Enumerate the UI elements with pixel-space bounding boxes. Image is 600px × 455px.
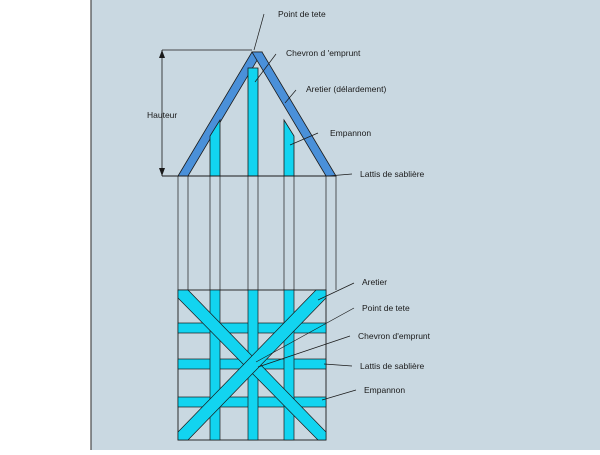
label-chevron-emprunt: Chevron d 'emprunt xyxy=(286,48,361,58)
leader-point-de-tete xyxy=(253,13,265,51)
projection-lines xyxy=(177,176,337,290)
label-lattis-sabliere: Lattis de sablière xyxy=(360,169,425,179)
label-plan-empannon: Empannon xyxy=(364,385,405,395)
label-aretier-delardement: Aretier (délardement) xyxy=(306,84,386,94)
plan-view: Aretier Point de tete Chevron d'emprunt … xyxy=(177,277,431,441)
label-plan-lattis-sabliere: Lattis de sablière xyxy=(360,361,425,371)
label-plan-chevron-emprunt: Chevron d'emprunt xyxy=(358,331,431,341)
leader-empannon xyxy=(289,132,319,146)
leader-plan-lattis-sabliere xyxy=(323,363,353,367)
label-plan-point-de-tete: Point de tete xyxy=(362,303,410,313)
hauteur-arrow-bottom xyxy=(159,168,165,176)
leader-aretier-delardement xyxy=(284,89,297,104)
label-empannon: Empannon xyxy=(330,128,371,138)
chevron-emprunt-elevation xyxy=(247,67,259,177)
hauteur-arrow-top xyxy=(159,50,165,58)
leader-plan-empannon xyxy=(321,389,357,401)
elevation-view: Hauteur Point de tete Chevron d 'emprunt… xyxy=(147,9,425,179)
plan-empannon-left xyxy=(209,289,221,441)
leader-lattis-sabliere xyxy=(327,173,353,177)
label-hauteur: Hauteur xyxy=(147,110,177,120)
viewport-background xyxy=(91,0,600,450)
leader-plan-chevron-emprunt xyxy=(257,335,351,368)
label-plan-aretier: Aretier xyxy=(362,277,387,287)
leader-chevron-emprunt xyxy=(254,53,277,83)
plan-empannon-right xyxy=(283,289,295,441)
leader-plan-aretier xyxy=(317,282,355,301)
label-point-de-tete: Point de tete xyxy=(278,9,326,19)
plan-aretier-diagonal-2 xyxy=(177,289,327,441)
leader-plan-point-de-tete xyxy=(255,307,355,363)
